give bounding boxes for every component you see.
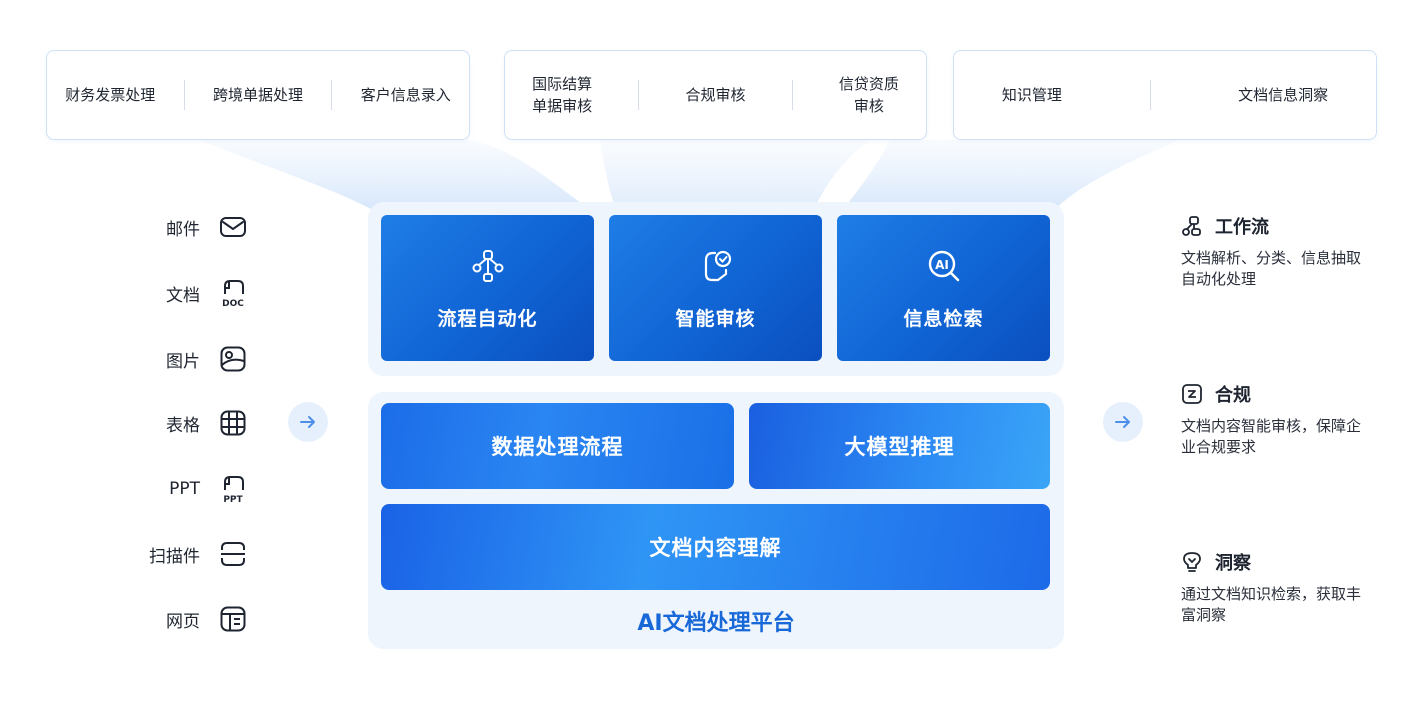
output-insight: 洞察 通过文档知识检索，获取丰富洞察 xyxy=(1181,549,1381,626)
webpage-icon xyxy=(218,604,248,634)
scenario-item: 财务发票处理 xyxy=(65,86,156,104)
svg-text:AI: AI xyxy=(935,258,949,272)
input-label: 扫描件 xyxy=(149,546,200,567)
input-type-mail: 邮件 xyxy=(120,212,260,242)
mail-icon xyxy=(218,212,248,242)
input-type-doc: 文档 DOC xyxy=(120,278,260,308)
audit-check-icon xyxy=(696,246,736,286)
input-type-scan: 扫描件 xyxy=(120,539,260,569)
compliance-icon xyxy=(1181,383,1203,405)
output-title: 合规 xyxy=(1215,385,1251,406)
workflow-icon xyxy=(1181,215,1203,237)
platform-title: AI文档处理平台 xyxy=(637,611,795,636)
table-icon xyxy=(218,408,248,438)
divider xyxy=(183,80,185,110)
output-title: 洞察 xyxy=(1215,553,1251,574)
capability-card-retrieval: AI 信息检索 xyxy=(837,215,1050,361)
scan-icon xyxy=(218,539,248,569)
scenario-item: 信贷资质审核 xyxy=(838,75,899,115)
scenario-item: 客户信息录入 xyxy=(360,86,451,104)
input-type-image: 图片 xyxy=(120,344,260,374)
capability-card-workflow: 流程自动化 xyxy=(381,215,594,361)
input-label: 网页 xyxy=(166,611,200,632)
input-label: 图片 xyxy=(166,351,200,372)
input-label: 文档 xyxy=(166,285,200,306)
divider xyxy=(638,80,640,110)
image-icon xyxy=(218,344,248,374)
scenario-card-knowledge: 知识管理 文档信息洞察 xyxy=(953,50,1377,140)
scenario-item: 合规审核 xyxy=(685,86,746,104)
output-description: 文档内容智能审核，保障企业合规要求 xyxy=(1181,417,1362,456)
output-description: 通过文档知识检索，获取丰富洞察 xyxy=(1181,585,1362,624)
arrow-right-icon xyxy=(1103,402,1143,442)
capability-card-audit: 智能审核 xyxy=(609,215,822,361)
workflow-icon xyxy=(468,246,508,286)
svg-text:DOC: DOC xyxy=(222,299,244,308)
ai-search-icon: AI xyxy=(924,246,964,286)
output-description: 文档解析、分类、信息抽取自动化处理 xyxy=(1181,249,1362,288)
doc-file-icon: DOC xyxy=(218,278,248,308)
scenario-item: 知识管理 xyxy=(1001,86,1062,104)
output-workflow: 工作流 文档解析、分类、信息抽取自动化处理 xyxy=(1181,213,1381,290)
capability-label: 流程自动化 xyxy=(437,307,538,330)
output-title: 工作流 xyxy=(1215,217,1269,238)
document-understanding-bar: 文档内容理解 xyxy=(381,504,1050,590)
scenario-card-process: 财务发票处理 跨境单据处理 客户信息录入 xyxy=(46,50,470,140)
svg-text:PPT: PPT xyxy=(223,495,243,504)
input-label: PPT xyxy=(169,479,200,499)
arrow-right-icon xyxy=(288,402,328,442)
divider xyxy=(791,80,793,110)
scenario-item: 跨境单据处理 xyxy=(212,86,303,104)
divider xyxy=(331,80,333,110)
scenario-item: 国际结算单据审核 xyxy=(532,75,593,115)
input-label: 邮件 xyxy=(166,219,200,240)
input-type-table: 表格 xyxy=(120,408,260,438)
lightbulb-icon xyxy=(1181,551,1203,573)
capability-label: 信息检索 xyxy=(903,307,984,330)
ppt-file-icon: PPT xyxy=(218,474,248,504)
input-type-webpage: 网页 xyxy=(120,604,260,634)
divider xyxy=(1149,80,1151,110)
scenario-item: 文档信息洞察 xyxy=(1238,86,1329,104)
input-type-ppt: PPT PPT xyxy=(120,474,260,504)
model-inference-bar: 大模型推理 xyxy=(749,403,1050,489)
output-compliance: 合规 文档内容智能审核，保障企业合规要求 xyxy=(1181,381,1381,458)
input-label: 表格 xyxy=(166,415,200,436)
data-processing-bar: 数据处理流程 xyxy=(381,403,734,489)
capability-label: 智能审核 xyxy=(675,307,756,330)
scenario-card-audit: 国际结算单据审核 合规审核 信贷资质审核 xyxy=(504,50,927,140)
